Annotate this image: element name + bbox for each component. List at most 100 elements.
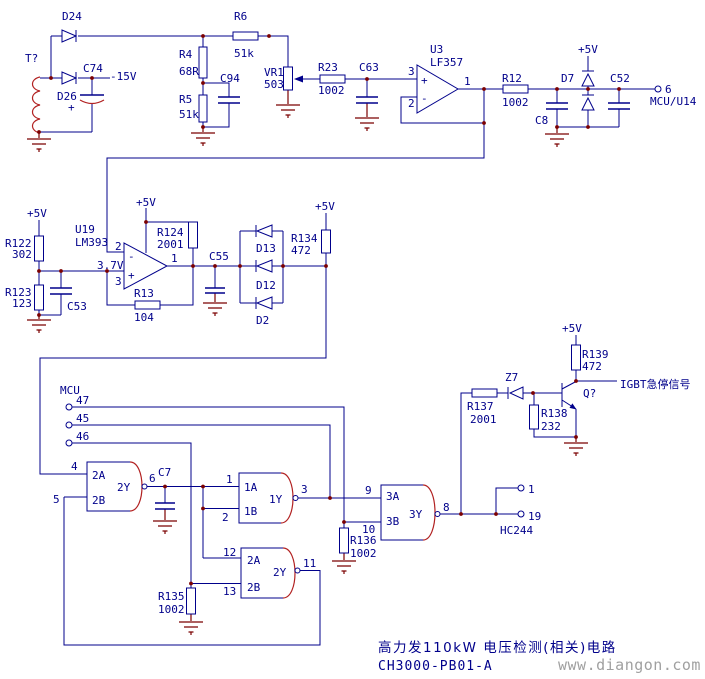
label-g1-2a: 2A bbox=[92, 469, 106, 482]
label-r123: R123 bbox=[5, 286, 32, 299]
resistor-r137 bbox=[471, 388, 498, 398]
diode-d2 bbox=[255, 296, 273, 310]
label-d2: D2 bbox=[256, 314, 269, 327]
label-r12-value: 1002 bbox=[502, 96, 529, 109]
label-g3-1y: 1Y bbox=[269, 493, 283, 506]
watermark: www.diangon.com bbox=[558, 656, 701, 674]
label-c53: C53 bbox=[67, 300, 87, 313]
mcu-pin-47-terminal bbox=[65, 403, 73, 411]
wire-net-middle bbox=[38, 208, 327, 475]
nand-gate-3a3b bbox=[380, 484, 441, 541]
label-c7: C7 bbox=[158, 466, 171, 479]
label-c8: C8 bbox=[535, 114, 548, 127]
label-u19-pin1: 1 bbox=[171, 252, 178, 265]
label-g4-pin10: 10 bbox=[362, 523, 375, 536]
capacitor-c94 bbox=[218, 96, 240, 104]
resistor-r12 bbox=[502, 84, 529, 94]
label-c52: C52 bbox=[610, 72, 630, 85]
wire-net-top bbox=[39, 35, 655, 253]
label-out6: 6 bbox=[665, 83, 672, 96]
label-d7: D7 bbox=[561, 72, 574, 85]
label-c55: C55 bbox=[209, 250, 229, 263]
label-igbt-signal: IGBT急停信号 bbox=[620, 377, 691, 391]
label-out1: 1 bbox=[528, 483, 535, 496]
resistor-r122 bbox=[34, 235, 44, 262]
label-g2-2y: 2Y bbox=[273, 566, 287, 579]
label-r123-value: 123 bbox=[12, 297, 32, 310]
nand-gate-1a1b bbox=[238, 472, 299, 524]
capacitor-c74 bbox=[79, 94, 105, 105]
diode-d26 bbox=[61, 71, 78, 85]
diode-d12 bbox=[255, 259, 273, 273]
title-block: 高力发110kW 电压检测(相关)电路 CH3000-PB01-A www.di… bbox=[378, 639, 701, 674]
resistor-r6 bbox=[232, 31, 259, 41]
label-u3-minus: - bbox=[421, 92, 428, 105]
resistor-r5 bbox=[198, 94, 208, 123]
label-g2-pin11: 11 bbox=[303, 557, 316, 570]
zener-z7 bbox=[507, 386, 524, 400]
label-g2-pin13: 13 bbox=[223, 585, 236, 598]
label-g1-2y: 2Y bbox=[117, 481, 131, 494]
label-u3-pin1: 1 bbox=[464, 75, 471, 88]
resistor-r139 bbox=[571, 344, 581, 371]
label-g4-pin8: 8 bbox=[443, 501, 450, 514]
label-u19-plus: + bbox=[128, 269, 135, 282]
schematic-part-number: CH3000-PB01-A bbox=[378, 659, 493, 674]
label-u19: U19 bbox=[75, 223, 95, 236]
label-r6-value: 51k bbox=[234, 47, 254, 60]
label-vr1: VR1 bbox=[264, 66, 284, 79]
capacitor-c63 bbox=[356, 96, 378, 104]
junction-dots bbox=[37, 34, 621, 586]
label-r139: R139 bbox=[582, 348, 609, 361]
potentiometer-vr1 bbox=[283, 66, 303, 91]
label-r5-value: 51k bbox=[179, 108, 199, 121]
label-g1-pin4: 4 bbox=[71, 460, 78, 473]
label-5v-r124: +5V bbox=[136, 196, 156, 209]
label-u3: U3 bbox=[430, 43, 443, 56]
label-d26: D26 bbox=[57, 90, 77, 103]
label-q: Q? bbox=[583, 387, 596, 400]
label-r138-value: 232 bbox=[541, 420, 561, 433]
mcu-pin-46-terminal bbox=[65, 439, 73, 447]
label-g4-3y: 3Y bbox=[409, 508, 423, 521]
label-u3-pin3: 3 bbox=[408, 65, 415, 78]
mcu-pin-45-terminal bbox=[65, 421, 73, 429]
resistor-r135 bbox=[186, 587, 196, 615]
label-r4: R4 bbox=[179, 48, 193, 61]
capacitor-c7 bbox=[155, 502, 175, 510]
label-5v-d7: +5V bbox=[578, 43, 598, 56]
transformer-coil bbox=[31, 76, 41, 134]
label-r5: R5 bbox=[179, 93, 192, 106]
label-out19: 19 bbox=[528, 510, 541, 523]
label-r135: R135 bbox=[158, 590, 185, 603]
label-r122: R122 bbox=[5, 237, 32, 250]
label-r23-value: 1002 bbox=[318, 84, 345, 97]
label-u3-plus: + bbox=[421, 74, 428, 87]
label-r13: R13 bbox=[134, 287, 154, 300]
label-u19-part: LM393 bbox=[75, 236, 108, 249]
label-g3-pin1: 1 bbox=[226, 473, 233, 486]
label-r4-value: 68R bbox=[179, 65, 199, 78]
label-r12: R12 bbox=[502, 72, 522, 85]
label-r134-value: 472 bbox=[291, 244, 311, 257]
label-mcu-u14: MCU/U14 bbox=[650, 95, 697, 108]
label-mcu: MCU bbox=[60, 384, 80, 397]
label-r6: R6 bbox=[234, 10, 247, 23]
hc244-pin19-terminal bbox=[517, 510, 525, 518]
resistor-r23 bbox=[319, 74, 346, 84]
resistor-r134 bbox=[321, 229, 331, 254]
label-r124: R124 bbox=[157, 226, 184, 239]
label-5v-r139: +5V bbox=[562, 322, 582, 335]
label-u19-minus: - bbox=[128, 250, 135, 263]
label-d24: D24 bbox=[62, 10, 82, 23]
diode-d7-lower bbox=[581, 94, 595, 111]
nand-gate-2a2b bbox=[86, 461, 148, 512]
label-c74: C74 bbox=[83, 62, 103, 75]
diode-d7-upper bbox=[581, 70, 595, 87]
label-g3-1b: 1B bbox=[244, 505, 258, 518]
label-r23: R23 bbox=[318, 61, 338, 74]
label-u3-part: LF357 bbox=[430, 56, 463, 69]
output-6-terminal bbox=[654, 85, 662, 93]
